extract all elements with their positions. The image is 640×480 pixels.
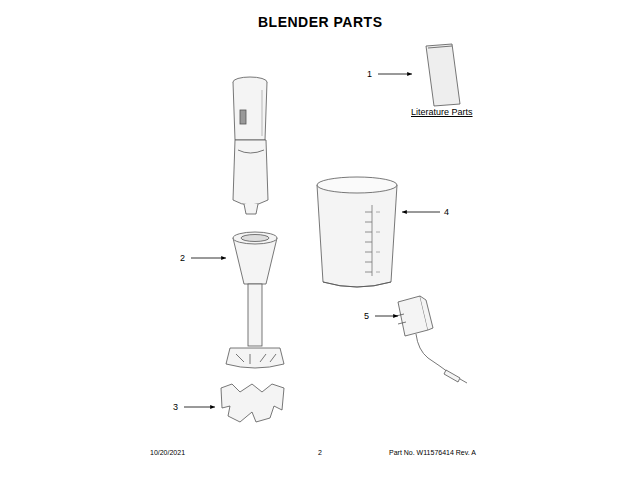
page-number: 2 <box>318 449 322 456</box>
callout-number: 3 <box>173 403 178 412</box>
callout-number: 4 <box>444 208 449 217</box>
footer-date: 10/20/2021 <box>150 449 185 456</box>
power-adapter <box>396 296 467 383</box>
blade-guard <box>221 384 284 422</box>
blender-jar <box>317 177 397 287</box>
motor-body <box>233 77 268 214</box>
callout-number: 2 <box>180 254 185 263</box>
callout-number: 1 <box>367 70 372 79</box>
callout-number: 5 <box>364 312 369 321</box>
part-number: Part No. W11576414 Rev. A <box>389 449 476 456</box>
leader-arrows <box>184 74 440 407</box>
literature-label: Literature Parts <box>411 108 473 117</box>
literature-booklet <box>426 44 460 106</box>
blending-arm <box>226 232 284 368</box>
diagram-title: BLENDER PARTS <box>258 15 382 29</box>
